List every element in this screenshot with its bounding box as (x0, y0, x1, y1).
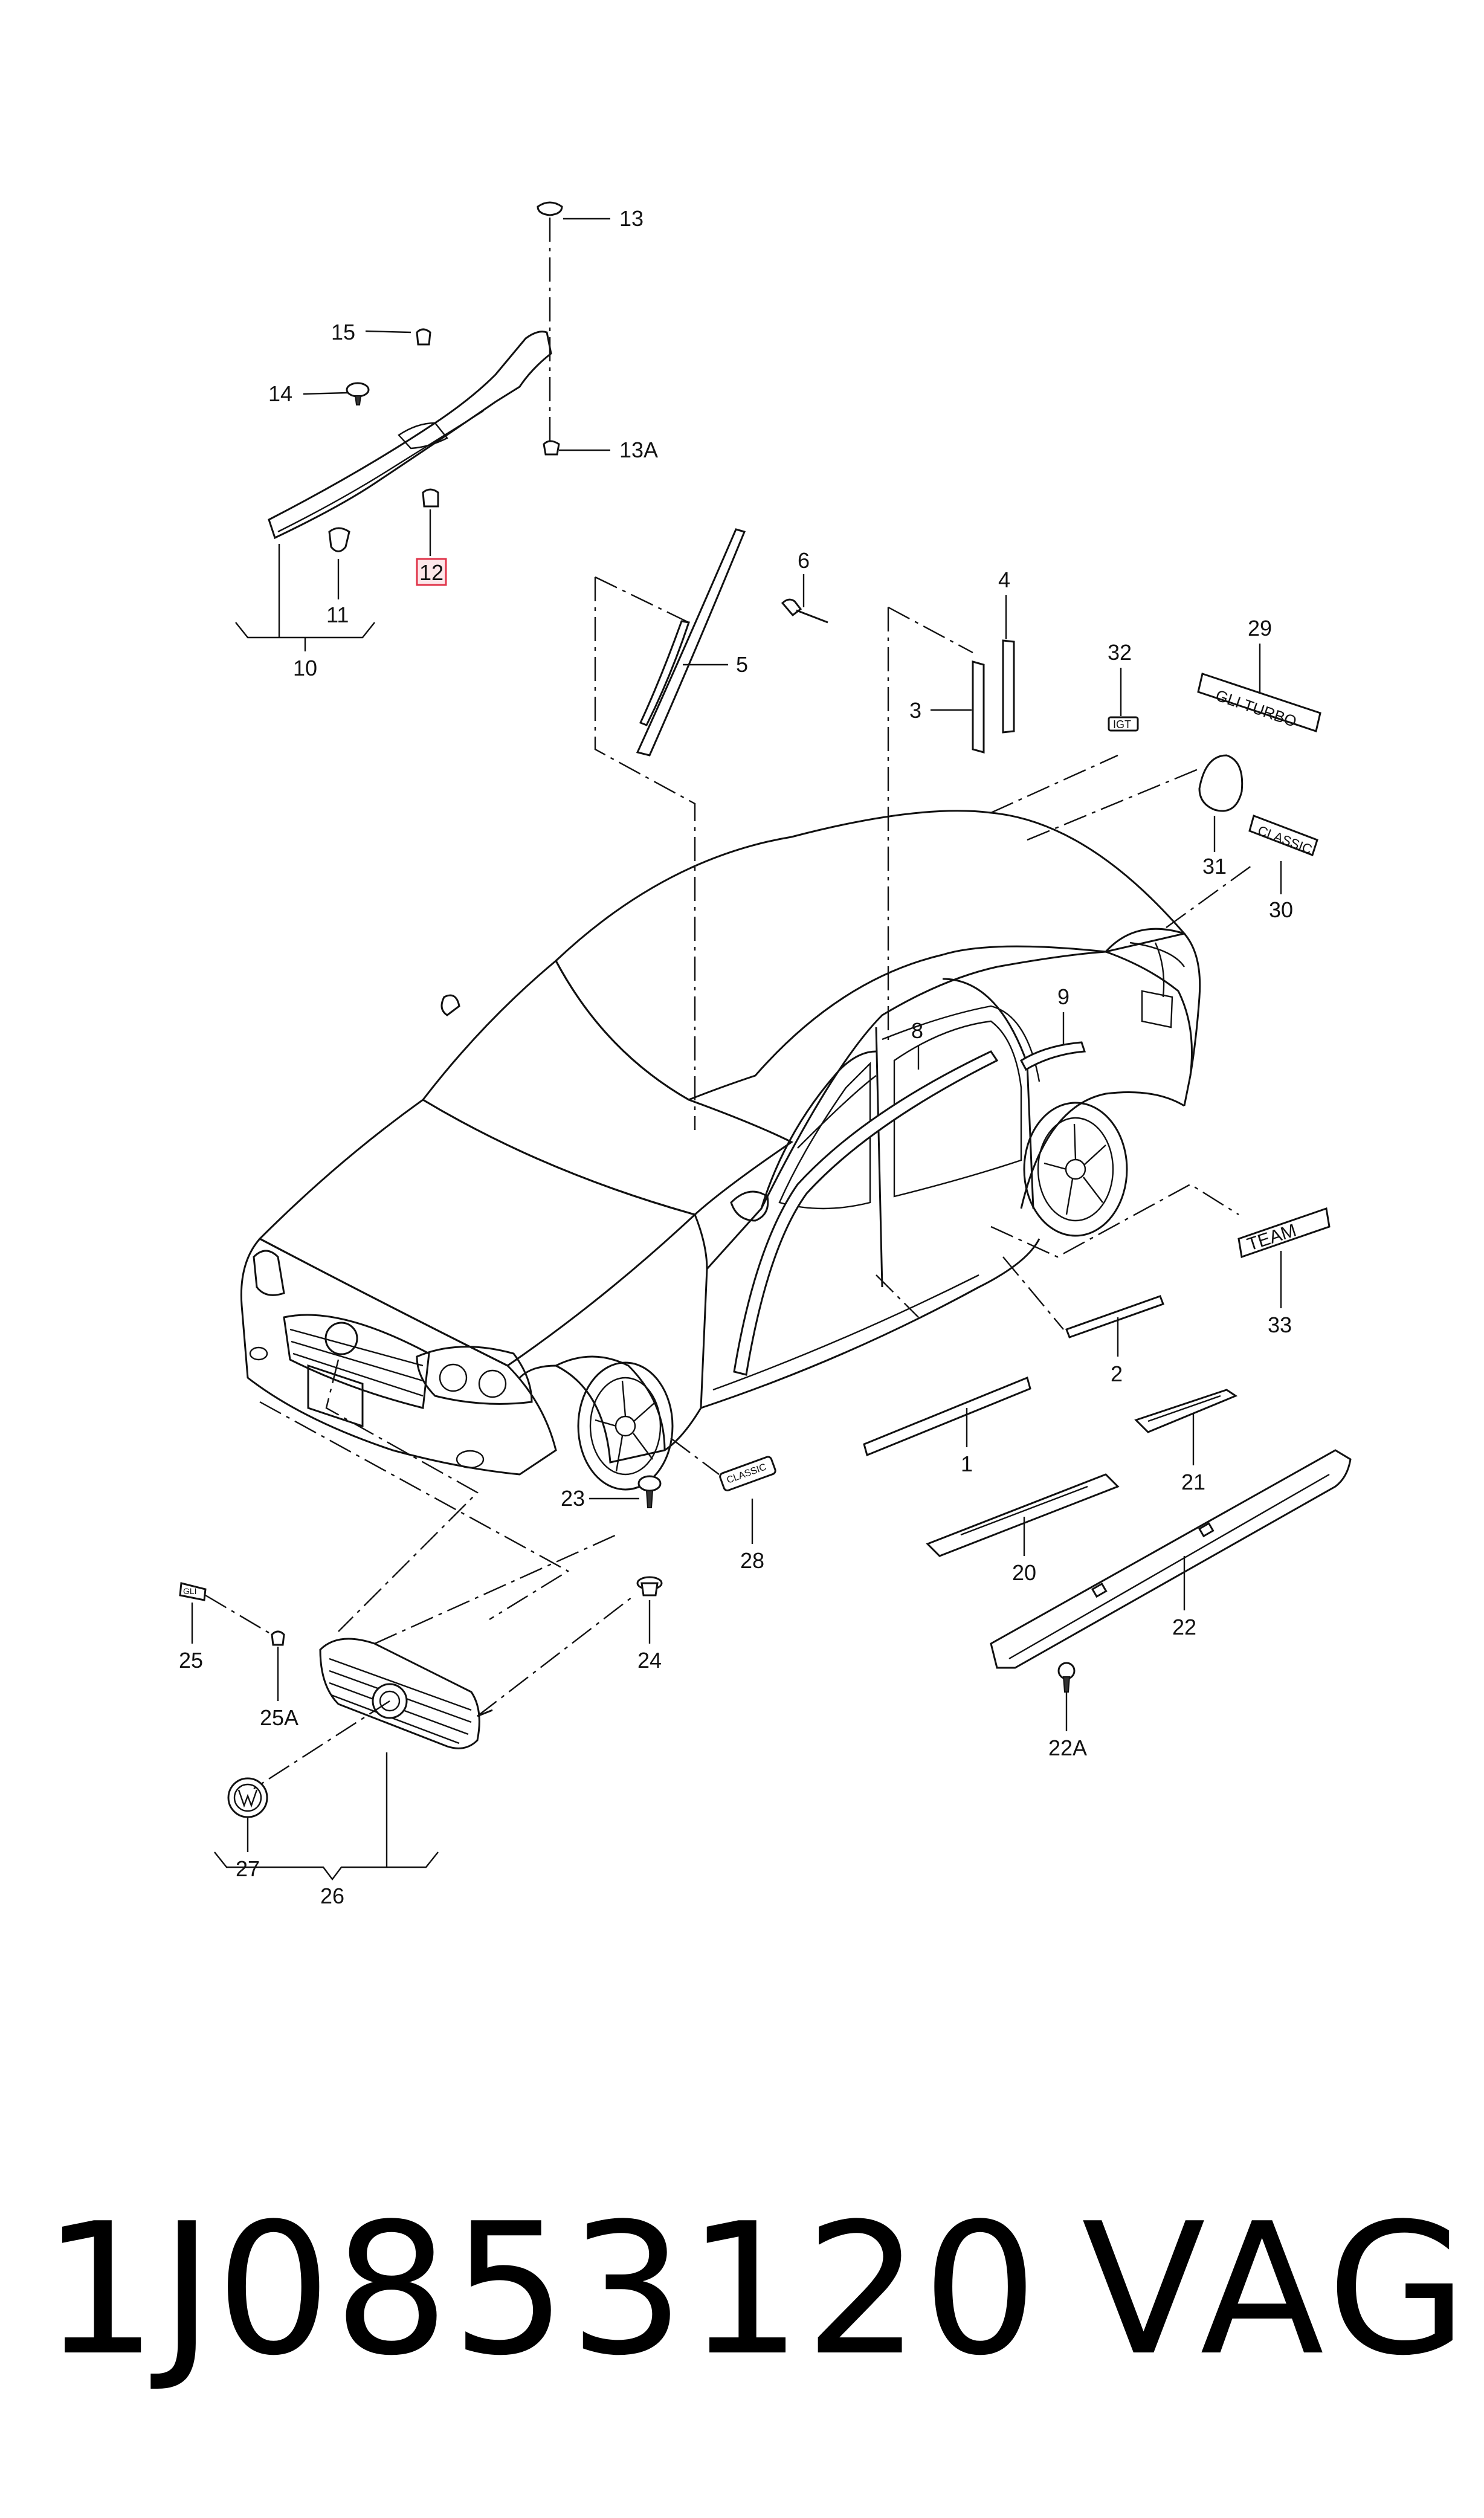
callout-22: 22 (1172, 1615, 1196, 1639)
part-27-emblem (227, 1777, 268, 1818)
callout-29: 29 (1248, 616, 1272, 641)
callout-12-highlight (416, 558, 447, 586)
callout-1: 1 (961, 1451, 973, 1476)
part-28-emblem: CLASSIC (719, 1456, 776, 1492)
callout-11: 11 (326, 602, 349, 627)
svg-text:IGT: IGT (1113, 718, 1131, 731)
callout-24: 24 (637, 1648, 662, 1673)
callout-10: 10 (293, 656, 317, 680)
part-15-clip (416, 328, 431, 346)
callout-6: 6 (798, 548, 810, 573)
svg-text:TEAM: TEAM (1245, 1221, 1298, 1255)
callout-31: 31 (1202, 854, 1227, 879)
callout-30: 30 (1269, 897, 1293, 922)
callout-12: 12 (419, 560, 444, 585)
callout-25: 25 (179, 1648, 203, 1673)
part-20-sill-plate (926, 1473, 1120, 1557)
callout-4: 4 (998, 567, 1010, 592)
callout-14: 14 (268, 381, 292, 406)
callout-21: 21 (1181, 1470, 1205, 1494)
part-13-grommet (537, 201, 563, 216)
part-25a-clip (271, 1630, 285, 1646)
callout-27: 27 (236, 1856, 260, 1881)
part-30-emblem: CLASSIC (1248, 815, 1318, 857)
footer: 1J0853120 VAG (0, 2187, 1484, 2429)
parts-diagram: IGT GLI TURBO CLASSIC TEAM (179, 201, 1352, 1908)
callout-28: 28 (740, 1548, 764, 1573)
brand-label: VAG (1082, 2184, 1474, 2395)
svg-text:GLI: GLI (183, 1586, 197, 1596)
part-1-door-strip (863, 1376, 1031, 1457)
part-13a-grommet (543, 440, 560, 456)
callout-23: 23 (561, 1486, 585, 1511)
part-21-sill-plate (1134, 1389, 1238, 1433)
part-26-grille (319, 1638, 493, 1749)
car-body (240, 810, 1201, 1491)
callout-2: 2 (1111, 1361, 1123, 1386)
part-3-4-pillar-trim (972, 639, 1015, 754)
callout-26: 26 (320, 1884, 344, 1908)
part-2-door-strip (1065, 1295, 1164, 1338)
part-12-clip (422, 488, 439, 508)
callout-labels: 13 15 14 13A 12 11 10 6 5 4 3 32 29 31 3… (179, 206, 1293, 1908)
callout-3: 3 (909, 698, 921, 723)
part-9-rear-door-trim (1020, 1041, 1086, 1071)
callout-13a: 13A (619, 437, 658, 462)
part-33-emblem: TEAM (1237, 1207, 1331, 1258)
leader-lines (191, 218, 1282, 1880)
callout-25a: 25A (260, 1705, 298, 1730)
callout-13: 13 (619, 206, 644, 231)
part-8-door-frame-trim (733, 1050, 999, 1376)
part-24-nut (636, 1576, 663, 1596)
part-6-clip (781, 598, 828, 624)
part-32-badge: IGT (1108, 716, 1139, 732)
part-23-screw (637, 1475, 662, 1508)
part-22a-screw (1057, 1662, 1076, 1693)
callout-5: 5 (736, 652, 748, 677)
part-25-badge: GLI (179, 1582, 207, 1601)
callout-20: 20 (1012, 1560, 1036, 1585)
callout-8: 8 (911, 1018, 923, 1043)
part-22-side-skirt (990, 1449, 1352, 1669)
callout-15: 15 (331, 320, 355, 344)
part-10-cowl-panel (268, 331, 552, 540)
part-5-a-pillar-trim (636, 528, 746, 757)
part-31-fuel-cap (1198, 754, 1244, 812)
callout-9: 9 (1057, 984, 1069, 1009)
part-11-clip (328, 527, 350, 552)
assembly-lines (205, 218, 1254, 1790)
callout-33: 33 (1268, 1312, 1292, 1337)
callout-22a: 22A (1048, 1735, 1087, 1760)
part-number: 1J0853120 (42, 2184, 1040, 2395)
callout-32: 32 (1108, 640, 1132, 665)
part-14-screw (346, 382, 370, 405)
